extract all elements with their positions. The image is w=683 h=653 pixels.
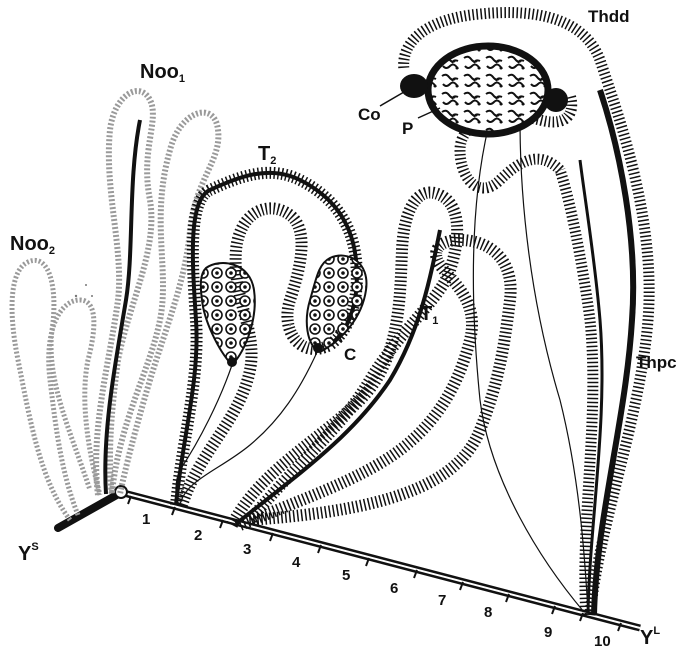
- t1-tract: [232, 192, 511, 525]
- label-p: P: [402, 119, 413, 138]
- segment-number: 10: [594, 633, 611, 650]
- segment-number: 1: [142, 511, 150, 528]
- segment-number: 9: [544, 624, 552, 641]
- segment-number: 6: [390, 580, 398, 597]
- label-co: Co: [358, 105, 381, 124]
- label-ys: YS: [18, 541, 39, 565]
- label-thdd: Thdd: [588, 7, 630, 26]
- segment-number: 4: [292, 554, 301, 571]
- label-t2: T2: [258, 143, 276, 167]
- segment-numbers: 1 2 3 4 5 6 7 8 9 10: [142, 511, 611, 650]
- segment-number: 5: [342, 567, 350, 584]
- label-thpc: Thpc: [636, 353, 677, 372]
- segment-number: 3: [243, 541, 251, 558]
- thpc-solid-tract: [594, 90, 633, 615]
- label-c: C: [344, 345, 356, 364]
- cell-cluster-c: [307, 256, 367, 353]
- label-t1: T1: [420, 303, 438, 327]
- segment-number: 8: [484, 604, 492, 621]
- segment-number: 7: [438, 592, 446, 609]
- label-noo1: Noo1: [140, 61, 185, 85]
- large-neuron-cell: [400, 46, 568, 134]
- segment-number: 2: [194, 527, 202, 544]
- stipple-dots: [75, 284, 291, 326]
- noo2-tract: [12, 260, 100, 520]
- label-noo2: Noo2: [10, 233, 55, 257]
- label-yl: YL: [640, 625, 660, 649]
- cell-cluster-icon: [201, 263, 255, 367]
